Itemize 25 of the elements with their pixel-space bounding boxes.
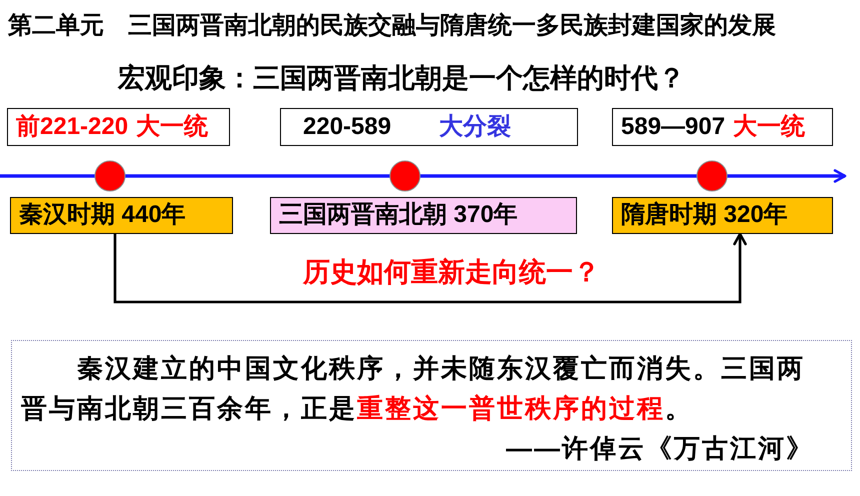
quote-text: 秦汉建立的中国文化秩序，并未随东汉覆亡而消失。三国两晋与南北朝三百余年，正是重整这一普世秩序的过程。 xyxy=(21,352,806,425)
era-label: 大分裂 xyxy=(439,114,512,140)
timeline-dot-icon xyxy=(389,160,421,192)
period-box xyxy=(612,197,833,234)
edge-label: 历史如何重新走向统一？ xyxy=(303,256,600,288)
date-range-text: 589—907 xyxy=(621,114,726,140)
date-range-text: 220-589 xyxy=(303,114,392,140)
period-box xyxy=(10,197,233,234)
era-label: 大一统 xyxy=(733,114,806,140)
subtitle-heading: 宏观印象：三国两晋南北朝是一个怎样的时代？ xyxy=(118,62,685,94)
date-range-box xyxy=(612,108,833,146)
timeline-dot-icon xyxy=(94,160,126,192)
date-range-box xyxy=(280,108,578,146)
period-label: 三国两晋南北朝 370年 xyxy=(279,202,518,229)
quote-attribution: ——许倬云《万古江河》 xyxy=(505,432,815,465)
slide-title: 第二单元 三国两晋南北朝的民族交融与隋唐统一多民族封建国家的发展 xyxy=(8,11,776,40)
bracket-arrow xyxy=(114,232,747,304)
period-label: 秦汉时期 440年 xyxy=(19,202,186,229)
era-label: 大一统 xyxy=(136,114,208,140)
date-range-box xyxy=(7,108,230,146)
date-range-text: 前221-220 xyxy=(16,114,128,140)
timeline-dot-icon xyxy=(696,160,728,192)
period-box xyxy=(270,197,577,234)
period-label: 隋唐时期 320年 xyxy=(621,202,788,229)
quote-box xyxy=(11,340,852,471)
